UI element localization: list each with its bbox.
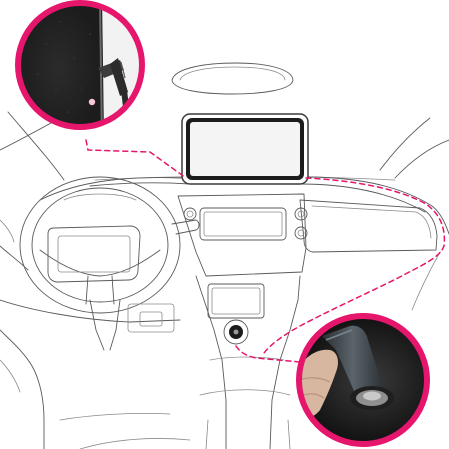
- cable-route-to-screen: [86, 140, 186, 178]
- rearview-mirror-inner: [180, 67, 285, 80]
- dash-lower-left: [0, 246, 180, 322]
- center-stack-frame: [178, 194, 306, 276]
- door-left: [0, 330, 44, 449]
- steering-column: [90, 300, 120, 350]
- steering-wheel: [20, 177, 180, 313]
- screen-display: [190, 122, 300, 176]
- rearview-mirror: [172, 63, 293, 94]
- zoom-screen-port: [0, 0, 170, 140]
- a-pillar-right: [380, 118, 449, 178]
- dash-panel-right: [300, 200, 437, 252]
- dash-screen-unit: [182, 114, 308, 184]
- center-display: [200, 208, 286, 240]
- dash-panel-right-inner: [312, 206, 431, 238]
- instrument-cluster: [48, 226, 140, 282]
- cable-route-to-socket: [236, 346, 300, 362]
- indicator-light: [89, 99, 95, 105]
- console-screen: [208, 284, 264, 318]
- zoom-power-plug: [290, 310, 449, 449]
- vent-left-upper: [184, 208, 196, 220]
- door-right: [412, 252, 440, 310]
